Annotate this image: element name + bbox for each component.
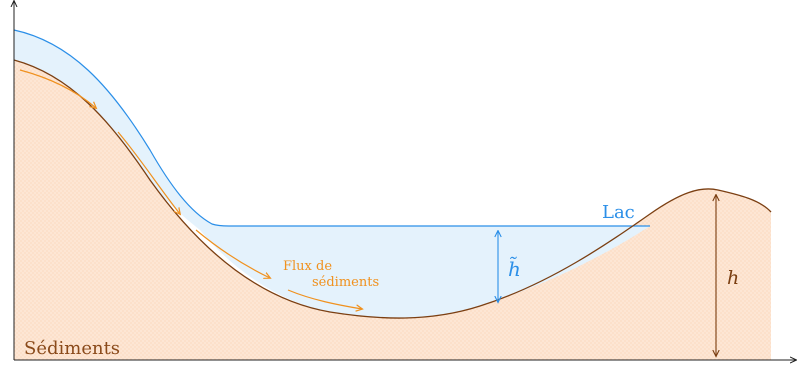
lake-depth-label: h̃ (508, 257, 521, 281)
flux-label-line2: sédiments (312, 275, 379, 290)
flux-label-line1: Flux de (283, 259, 332, 274)
sediments-label: Sédiments (24, 338, 120, 359)
lake-label: Lac (602, 202, 635, 223)
sediment-height-label: h (727, 267, 739, 289)
